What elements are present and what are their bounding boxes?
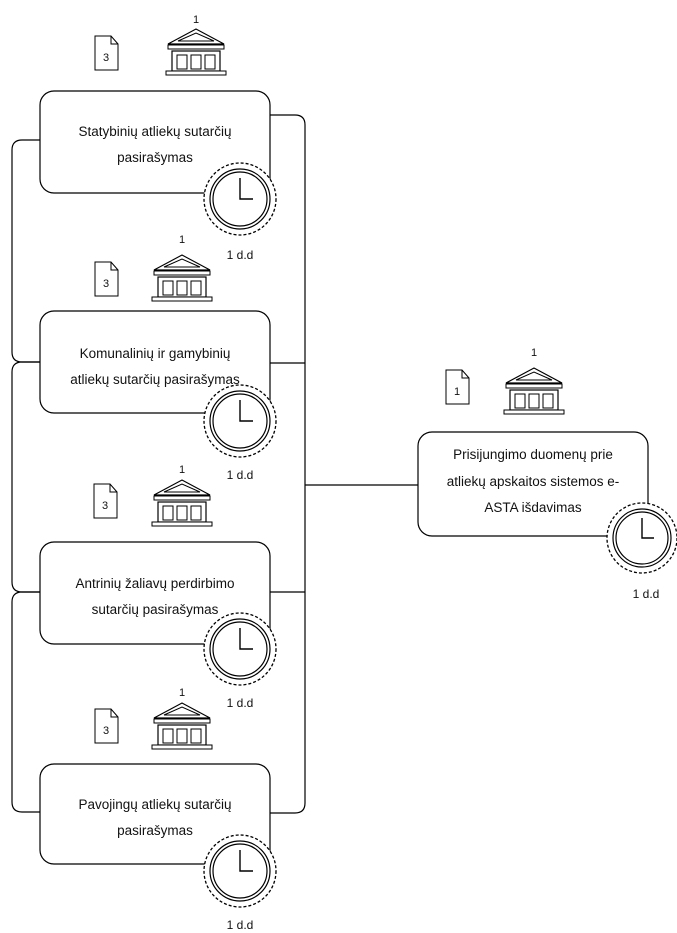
document-icon: 3 — [93, 483, 118, 519]
document-icon: 3 — [94, 261, 119, 297]
clock-icon — [203, 612, 277, 686]
step-1: 3 1 Statybinių atliekų sutarčių pasirašy… — [39, 14, 277, 262]
step-2: 3 1 Komunalinių ir gamybinių atliekų sut… — [39, 234, 277, 482]
connector-left-3-4 — [11, 591, 40, 813]
result-label-line-1: Prisijungimo duomenų prie — [453, 447, 613, 462]
step-duration: 1 d.d — [227, 248, 254, 262]
institution-icon: 1 — [151, 234, 213, 302]
step-box[interactable]: Statybinių atliekų sutarčių pasirašymas — [39, 90, 271, 194]
step-duration: 1 d.d — [227, 918, 254, 932]
connector-left-1-2 — [11, 139, 40, 363]
step-label-line-2: atliekų sutarčių pasirašymas — [70, 372, 240, 387]
step-doc-count: 3 — [103, 52, 109, 64]
result-label-line-2: atliekų apskaitos sistemos e- — [447, 474, 620, 489]
result-step: 1 1 Prisijungimo duomenų prie atliekų ap… — [417, 347, 677, 601]
step-box[interactable]: Komunalinių ir gamybinių atliekų sutarči… — [39, 310, 271, 414]
step-3: 3 1 Antrinių žaliavų perdirbimo sutarčių… — [39, 464, 277, 710]
clock-icon — [203, 162, 277, 236]
step-label-line-1: Antrinių žaliavų perdirbimo — [75, 576, 234, 591]
connector-left-2-3 — [11, 361, 40, 593]
result-institution-count: 1 — [531, 347, 537, 359]
institution-icon: 1 — [151, 687, 213, 750]
step-box[interactable]: Antrinių žaliavų perdirbimo sutarčių pas… — [39, 541, 271, 645]
institution-icon: 1 — [503, 347, 565, 415]
step-label-line-1: Statybinių atliekų sutarčių — [78, 124, 231, 139]
document-icon: 3 — [94, 35, 119, 71]
result-box[interactable]: Prisijungimo duomenų prie atliekų apskai… — [417, 431, 649, 537]
result-duration: 1 d.d — [633, 587, 660, 601]
step-doc-count: 3 — [102, 500, 108, 512]
institution-icon: 1 — [151, 464, 213, 527]
step-label-line-2: pasirašymas — [117, 150, 193, 165]
step-doc-count: 3 — [103, 278, 109, 290]
step-4: 3 1 Pavojingų atliekų sutarčių pasirašym… — [39, 687, 277, 932]
step-doc-count: 3 — [103, 725, 109, 737]
connector-right-bus — [270, 114, 306, 814]
step-institution-count: 1 — [193, 14, 199, 26]
document-icon: 3 — [94, 708, 119, 744]
clock-icon — [203, 834, 277, 908]
institution-icon: 1 — [165, 14, 227, 76]
step-label-line-2: sutarčių pasirašymas — [92, 602, 219, 617]
result-doc-count: 1 — [454, 386, 460, 398]
step-label-line-1: Komunalinių ir gamybinių — [80, 346, 231, 361]
step-box[interactable]: Pavojingų atliekų sutarčių pasirašymas — [39, 763, 271, 865]
document-icon: 1 — [445, 369, 470, 405]
step-duration: 1 d.d — [227, 696, 254, 710]
step-institution-count: 1 — [179, 687, 185, 699]
connectors — [11, 114, 420, 814]
step-duration: 1 d.d — [227, 468, 254, 482]
step-label-line-1: Pavojingų atliekų sutarčių — [78, 797, 231, 812]
step-institution-count: 1 — [179, 234, 185, 246]
clock-icon — [203, 384, 277, 458]
step-label-line-2: pasirašymas — [117, 823, 193, 838]
result-label-line-3: ASTA išdavimas — [484, 500, 582, 515]
step-institution-count: 1 — [179, 464, 185, 476]
clock-icon — [606, 502, 677, 574]
